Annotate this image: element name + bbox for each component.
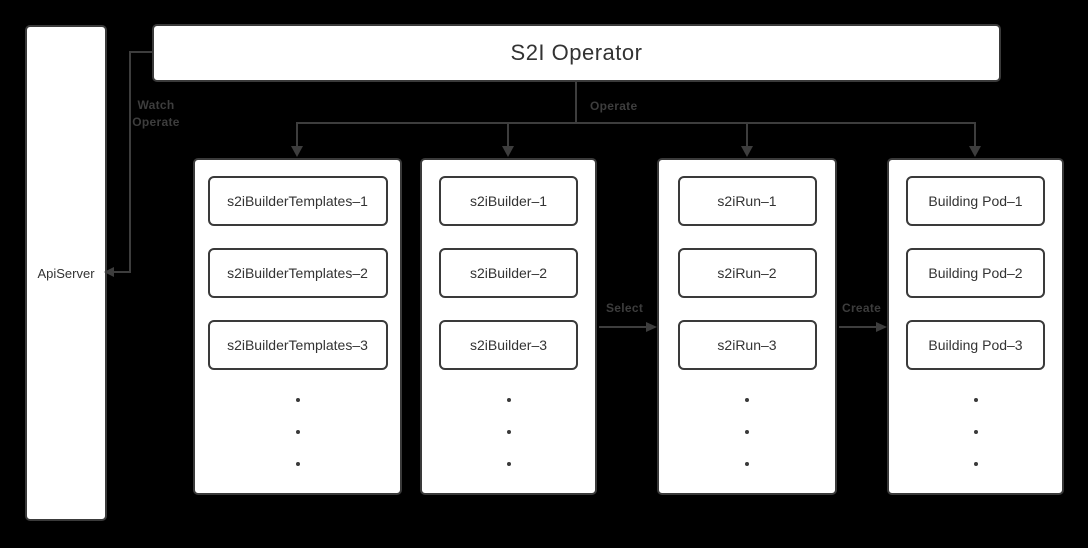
ellipsis-dot	[506, 430, 511, 434]
operate-edge-distribution-line	[296, 122, 975, 124]
select-arrowhead-icon	[646, 322, 657, 332]
create-edge-label: Create	[842, 301, 882, 315]
select-edge-label: Select	[606, 301, 644, 315]
operate-edge-label: Operate	[590, 99, 638, 113]
s2ibuildertemplates-item-2: s2iBuilderTemplates–2	[207, 248, 388, 298]
ellipsis-dot	[973, 462, 978, 466]
ellipsis-dot	[973, 430, 978, 434]
s2ibuilder-item-2: s2iBuilder–2	[439, 248, 578, 298]
s2ibuildertemplates-column: s2iBuilderTemplates–1 s2iBuilderTemplate…	[193, 158, 402, 495]
operate-arrowhead-icon-1	[291, 146, 303, 157]
ellipsis-dots	[745, 398, 749, 466]
watch-edge-segment-top	[129, 51, 152, 53]
s2ibuilder-item-3: s2iBuilder–3	[439, 320, 578, 370]
ellipsis-dot	[506, 398, 511, 402]
s2ibuilder-item-1: s2iBuilder–1	[439, 176, 578, 226]
s2irun-item-2: s2iRun–2	[677, 248, 817, 298]
s2ibuildertemplates-item-3: s2iBuilderTemplates–3	[207, 320, 388, 370]
operate-drop-line-2	[507, 122, 509, 148]
s2irun-item-1: s2iRun–1	[677, 176, 817, 226]
watch-operate-edge-label: Watch Operate	[132, 98, 180, 129]
operate-arrowhead-icon-2	[502, 146, 514, 157]
operate-arrowhead-icon-4	[969, 146, 981, 157]
watch-edge-segment-bottom	[113, 271, 131, 273]
ellipsis-dot	[745, 398, 749, 402]
ellipsis-dot	[745, 430, 749, 434]
operate-edge-stem	[575, 82, 577, 124]
operate-drop-line-4	[974, 122, 976, 148]
apiserver-label: ApiServer	[37, 265, 95, 281]
apiserver-node: ApiServer	[25, 25, 107, 521]
operate-drop-line-1	[296, 122, 298, 148]
s2irun-column: s2iRun–1 s2iRun–2 s2iRun–3	[657, 158, 837, 495]
s2i-operator-node: S2I Operator	[152, 24, 1001, 82]
building-pod-column: Building Pod–1 Building Pod–2 Building P…	[887, 158, 1064, 495]
operate-drop-line-3	[746, 122, 748, 148]
building-pod-item-1: Building Pod–1	[906, 176, 1045, 226]
ellipsis-dot	[295, 430, 300, 434]
watch-arrowhead-icon	[104, 267, 114, 277]
ellipsis-dots	[295, 398, 300, 466]
watch-edge-segment-vertical	[129, 51, 131, 273]
s2irun-item-3: s2iRun–3	[677, 320, 817, 370]
s2i-operator-title: S2I Operator	[510, 40, 643, 65]
building-pod-item-2: Building Pod–2	[906, 248, 1045, 298]
s2ibuilder-column: s2iBuilder–1 s2iBuilder–2 s2iBuilder–3	[420, 158, 597, 495]
ellipsis-dot	[295, 398, 300, 402]
create-edge-line	[839, 326, 877, 328]
ellipsis-dot	[295, 462, 300, 466]
create-arrowhead-icon	[876, 322, 887, 332]
ellipsis-dots	[973, 398, 978, 466]
ellipsis-dot	[973, 398, 978, 402]
ellipsis-dots	[506, 398, 511, 466]
operate-arrowhead-icon-3	[741, 146, 753, 157]
ellipsis-dot	[506, 462, 511, 466]
building-pod-item-3: Building Pod–3	[906, 320, 1045, 370]
ellipsis-dot	[745, 462, 749, 466]
select-edge-line	[599, 326, 647, 328]
s2ibuildertemplates-item-1: s2iBuilderTemplates–1	[207, 176, 388, 226]
